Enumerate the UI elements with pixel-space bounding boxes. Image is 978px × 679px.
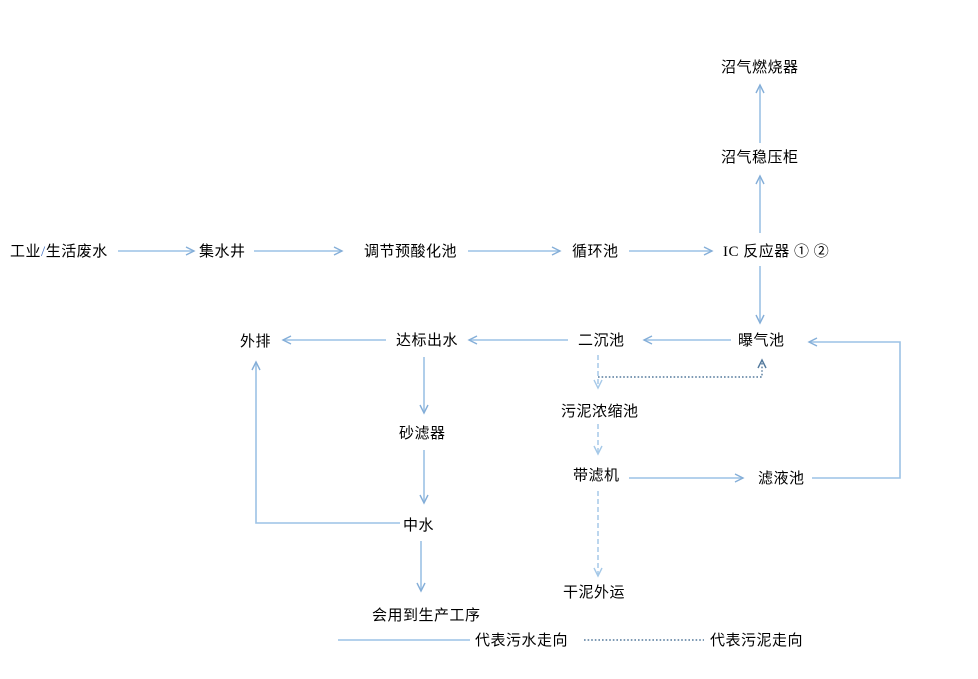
node-aeration-tank: 曝气池 (738, 333, 785, 349)
node-dried-sludge: 干泥外运 (563, 585, 626, 601)
node-biogas-burner: 沼气燃烧器 (721, 60, 799, 76)
node-production-reuse: 会用到生产工序 (372, 608, 481, 624)
node-sand-filter: 砂滤器 (399, 426, 446, 442)
node-ic-reactor: IC 反应器 ① ② (723, 244, 830, 260)
node-discharge: 外排 (240, 334, 272, 350)
legend-flow-label: 代表污水走向 (475, 633, 569, 649)
node-pre-acidification: 调节预酸化池 (364, 244, 458, 260)
node-sludge-thickening: 污泥浓缩池 (561, 404, 639, 420)
legend-sludge-label: 代表污泥走向 (710, 633, 804, 649)
node-filtrate-tank: 滤液池 (758, 471, 805, 487)
arrow-filtrate-to-aeration (807, 337, 901, 479)
node-standard-effluent: 达标出水 (396, 333, 459, 349)
node-collecting-well: 集水井 (199, 244, 246, 260)
node-reclaimed-water: 中水 (403, 518, 435, 534)
node-circulation-tank: 循环池 (572, 244, 619, 260)
industrial-pre: 工业 (10, 244, 42, 260)
node-industrial-wastewater: 工业/生活废水 (10, 243, 108, 261)
node-belt-filter: 带滤机 (573, 468, 620, 484)
node-biogas-tank: 沼气稳压柜 (721, 150, 799, 166)
industrial-post: 生活废水 (45, 244, 108, 260)
sludge-return-to-aeration (598, 358, 767, 378)
arrow-reclaimed-to-discharge (251, 360, 400, 524)
industrial-slash: / (41, 244, 46, 260)
node-secondary-sedimentation: 二沉池 (578, 333, 625, 349)
